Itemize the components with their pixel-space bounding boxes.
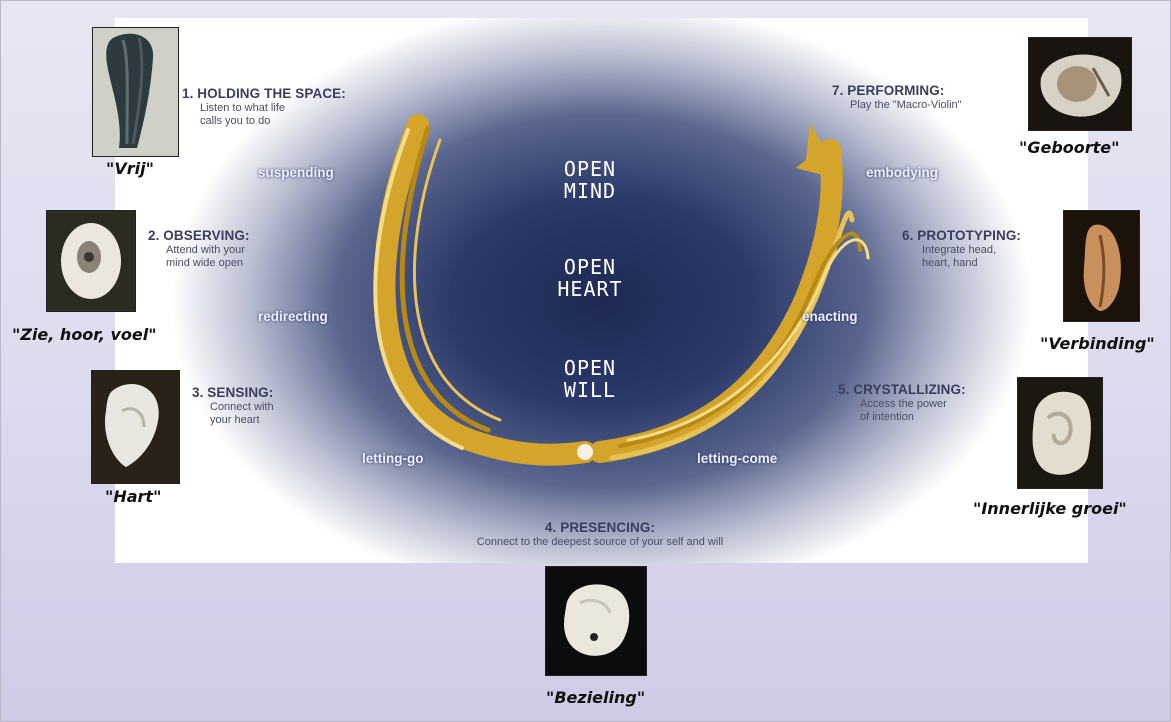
sculpture-photo-zie-hoor-voel — [46, 210, 136, 312]
stage-letting-come: letting-come — [697, 451, 777, 466]
step-performing: 7. PERFORMING: Play the "Macro-Violin" — [832, 83, 962, 112]
step-presencing: 4. PRESENCING: Connect to the deepest so… — [330, 520, 870, 549]
step-desc: Play the "Macro-Violin" — [850, 99, 962, 112]
stage-enacting: enacting — [802, 309, 858, 324]
stage-letting-go: letting-go — [362, 451, 423, 466]
step-desc: Attend with your mind wide open — [166, 244, 250, 270]
presencing-point — [577, 444, 593, 460]
step-desc: Connect to the deepest source of your se… — [330, 536, 870, 549]
step-title: 1. HOLDING THE SPACE: — [182, 86, 346, 101]
step-title: 2. OBSERVING: — [148, 228, 250, 243]
caption-verbinding: "Verbinding" — [1040, 334, 1155, 353]
sculpture-photo-hart — [91, 370, 180, 484]
caption-zie-hoor-voel: "Zie, hoor, voel" — [12, 325, 157, 344]
step-desc: Listen to what life calls you to do — [200, 102, 346, 128]
step-sensing: 3. SENSING: Connect with your heart — [192, 385, 274, 427]
step-desc: Access the power of intention — [860, 398, 966, 424]
open-will-label: OPEN WILL — [540, 357, 640, 401]
sculpture-photo-innerlijke-groei — [1017, 377, 1103, 489]
caption-bezieling: "Bezieling" — [546, 688, 645, 707]
step-holding-the-space: 1. HOLDING THE SPACE: Listen to what lif… — [182, 86, 346, 128]
sculpture-photo-verbinding — [1063, 210, 1140, 322]
caption-geboorte: "Geboorte" — [1019, 138, 1119, 157]
open-heart-label: OPEN HEART — [540, 256, 640, 300]
caption-innerlijke-groei: "Innerlijke groei" — [973, 499, 1127, 518]
step-desc: Integrate head, heart, hand — [922, 244, 1021, 270]
sculpture-photo-bezieling — [545, 566, 647, 676]
stage-redirecting: redirecting — [258, 309, 328, 324]
sculpture-photo-vrij — [92, 27, 179, 157]
step-observing: 2. OBSERVING: Attend with your mind wide… — [148, 228, 250, 270]
open-mind-label: OPEN MIND — [540, 158, 640, 202]
step-title: 6. PROTOTYPING: — [902, 228, 1021, 243]
stage-embodying: embodying — [866, 165, 938, 180]
caption-hart: "Hart" — [105, 487, 161, 506]
stage-suspending: suspending — [258, 165, 334, 180]
step-title: 5. CRYSTALLIZING: — [838, 382, 966, 397]
step-crystallizing: 5. CRYSTALLIZING: Access the power of in… — [838, 382, 966, 424]
step-title: 7. PERFORMING: — [832, 83, 962, 98]
sculpture-photo-geboorte — [1028, 37, 1132, 131]
step-title: 4. PRESENCING: — [330, 520, 870, 535]
step-prototyping: 6. PROTOTYPING: Integrate head, heart, h… — [902, 228, 1021, 270]
step-desc: Connect with your heart — [210, 401, 274, 427]
caption-vrij: "Vrij" — [106, 159, 154, 178]
step-title: 3. SENSING: — [192, 385, 274, 400]
